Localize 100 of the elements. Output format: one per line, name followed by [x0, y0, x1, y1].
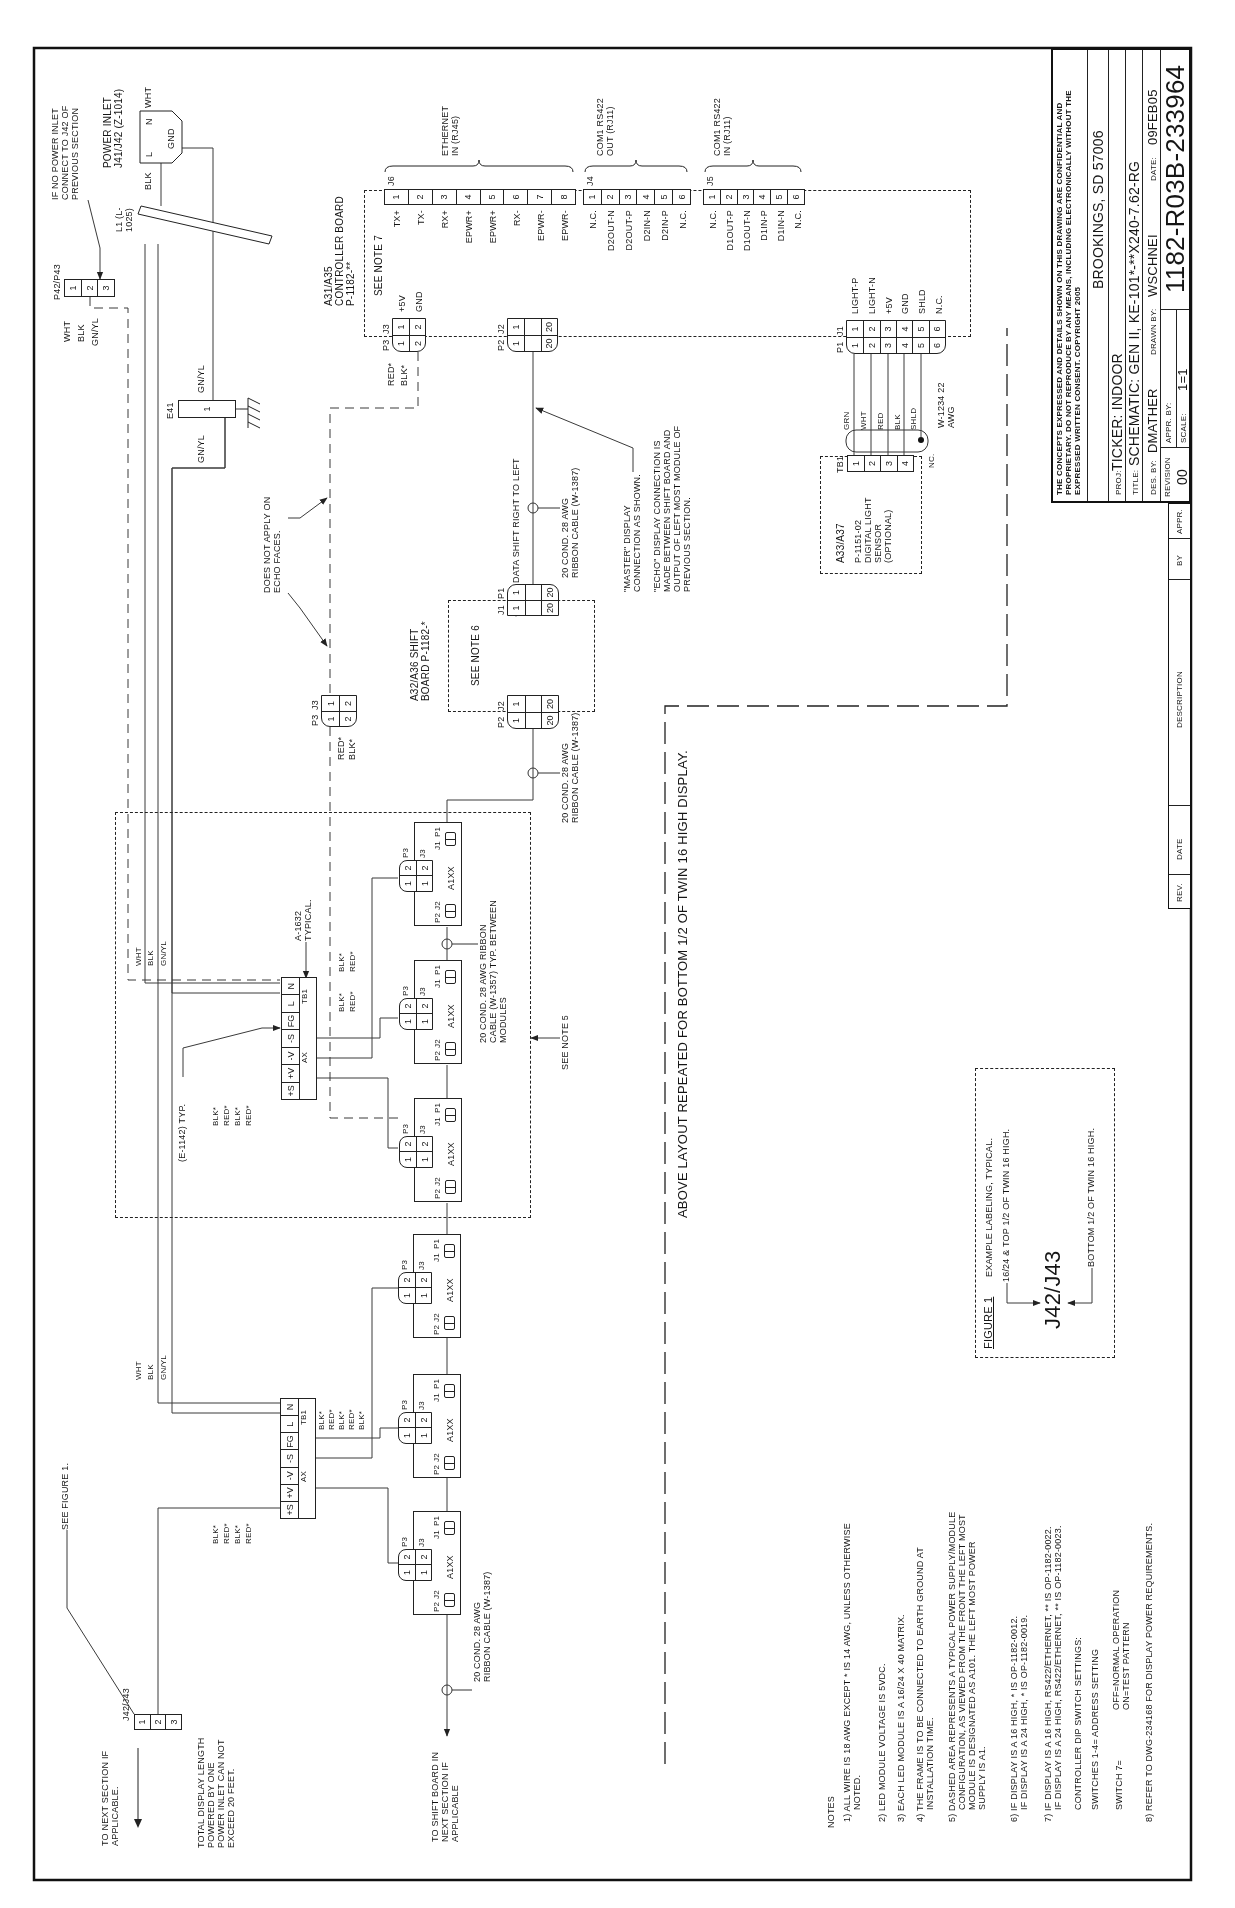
component-label: A31/A35 CONTROLLER BOARD P-1182-** [323, 195, 357, 306]
pin-number: 1 [508, 335, 525, 351]
connector-label: P1 [433, 1515, 442, 1526]
pin-number: 2 [400, 1137, 416, 1152]
component-label: P3 [381, 339, 392, 351]
component-label: +5V [883, 297, 894, 314]
wire [315, 877, 399, 1059]
terminal-label: +S [284, 1084, 297, 1099]
wire [315, 1287, 399, 1459]
terminal-label: +V [281, 1484, 298, 1502]
callout-text: A-1632 TYPICAL. [293, 889, 315, 941]
wire-label: GN/YL [90, 318, 101, 346]
terminal-label: N [282, 978, 299, 996]
terminal-label: -V [282, 1047, 299, 1066]
title-block-text: 09FEB05 [1146, 89, 1161, 145]
note-text: 3) EACH LED MODULE IS A 16/24 X 40 MATRIX. [896, 1614, 907, 1822]
pin-number: 1 [201, 406, 213, 412]
pin-number: 3 [879, 337, 896, 353]
module-label: A1XX [445, 1555, 456, 1579]
wire-label: RED* [245, 1105, 254, 1126]
column-header: DATE [1176, 838, 1185, 860]
pin-number: 1 [390, 193, 403, 202]
title-block-text: REVISION [1164, 457, 1173, 497]
component-label: TX+ [392, 210, 403, 228]
wire-label: RED* [386, 362, 397, 386]
led-module [398, 1234, 461, 1338]
note-text: SWITCHES 1-4= ADDRESS SETTING [1090, 1648, 1101, 1810]
pin-number: 6 [787, 190, 804, 204]
component-label: J2 [496, 324, 507, 334]
note-text: 7) IF DISPLAY IS A 16 HIGH, RS422/ETHERNET, ** IS OP-1182-0022. [1043, 1526, 1054, 1822]
wire-label: RED* [349, 951, 358, 972]
component-label: A32/A36 SHIFT BOARD P-1182-* [409, 621, 432, 701]
pin-number: 1 [415, 1428, 431, 1443]
pin-number: 1 [401, 1292, 413, 1300]
title-block-text: DATE: [1150, 157, 1159, 181]
led-module [399, 960, 462, 1064]
port-label: COM1 RS422 OUT (RJ11) [595, 96, 616, 156]
cable-label: 20 COND. 28 AWG RIBBON CABLE (W-1387) [560, 466, 581, 578]
led-module [399, 822, 462, 926]
component-label: LIGHT-P [850, 277, 861, 314]
component-label: EPWR+ [464, 210, 475, 244]
wire-label: BLK [147, 1364, 156, 1380]
terminal-label: L [282, 995, 299, 1013]
pin-number: 2 [399, 1550, 415, 1565]
terminal-label: N [281, 1399, 298, 1417]
board-text: FIGURE 1 [982, 1296, 995, 1349]
column-header: APPR. [1176, 509, 1185, 534]
pin-number: 1 [393, 335, 409, 351]
pin-number: 2 [863, 321, 880, 337]
wire-label: WHT [860, 411, 869, 430]
note-text: 1) ALL WIRE IS 18 AWG EXCEPT * IS 14 AWG, UNLESS OTHERWISE NOTED. [842, 1522, 863, 1822]
connector-label: P3 [401, 1399, 410, 1410]
section-note: ABOVE LAYOUT REPEATED FOR BOTTOM 1/2 OF TWIN 16 HIGH DISPLAY. [676, 750, 691, 1218]
pin-number: 3 [97, 280, 114, 296]
wire [315, 1077, 399, 1149]
title-block-text: TICKER: INDOOR [1110, 353, 1126, 471]
wire-label: BLK [147, 950, 156, 966]
connector-label: J2 [433, 1453, 442, 1462]
pin-number: 1 [402, 1018, 414, 1026]
terminal-label: -S [281, 1450, 298, 1468]
pin-number: 3 [880, 456, 897, 471]
pin-number: 2 [863, 456, 880, 471]
pin-number: 5 [912, 321, 929, 337]
title-block-text: PROJ: [1115, 470, 1124, 495]
ribbon-cable [446, 926, 448, 962]
connector-label: P3 [402, 847, 411, 858]
pin-number: 5 [479, 190, 504, 204]
wire-label: RED [877, 412, 886, 430]
ribbon-cable [446, 1477, 448, 1512]
component-label: D2OUT-N [606, 210, 617, 251]
column-header: DESCRIPTION [1176, 671, 1185, 728]
pin-number: 20 [540, 335, 557, 351]
board-text: A33/A37 [835, 523, 847, 563]
sensor-wire [920, 353, 922, 438]
pin-number: 1 [586, 193, 599, 202]
board-text: SEE NOTE 6 [470, 625, 482, 686]
port-label: COM1 RS422 IN (RJ11) [712, 96, 733, 156]
wire [315, 1017, 399, 1039]
component-label: P42/P43 [52, 264, 63, 300]
wire-label: RED* [245, 1523, 254, 1544]
connector-label: J3 [419, 1125, 428, 1134]
pin-number: 1 [510, 700, 523, 709]
component-label: P1 [496, 587, 507, 599]
pin-number: 1 [705, 193, 718, 202]
callout-text: SEE FIGURE 1. [60, 1450, 74, 1530]
pin-number: 2 [415, 1550, 431, 1565]
terminal-block [281, 977, 317, 1100]
pin-label: GND [166, 128, 177, 149]
title-block-text: DES. BY: [1150, 460, 1159, 495]
leader-arrow [535, 407, 634, 473]
module-label: A1XX [446, 866, 457, 890]
example-figure-frame [975, 1068, 1115, 1358]
component-label: AX [301, 1051, 310, 1063]
led-module [398, 1374, 461, 1478]
title-block-text: WSCHNEI [1146, 234, 1161, 297]
wire-label: GN/YL [160, 1355, 169, 1380]
wire-label: GN/YL [160, 941, 169, 966]
column-header: REV. [1176, 883, 1185, 902]
light-sensor-outline [820, 456, 922, 574]
pin-number: 5 [912, 337, 929, 353]
